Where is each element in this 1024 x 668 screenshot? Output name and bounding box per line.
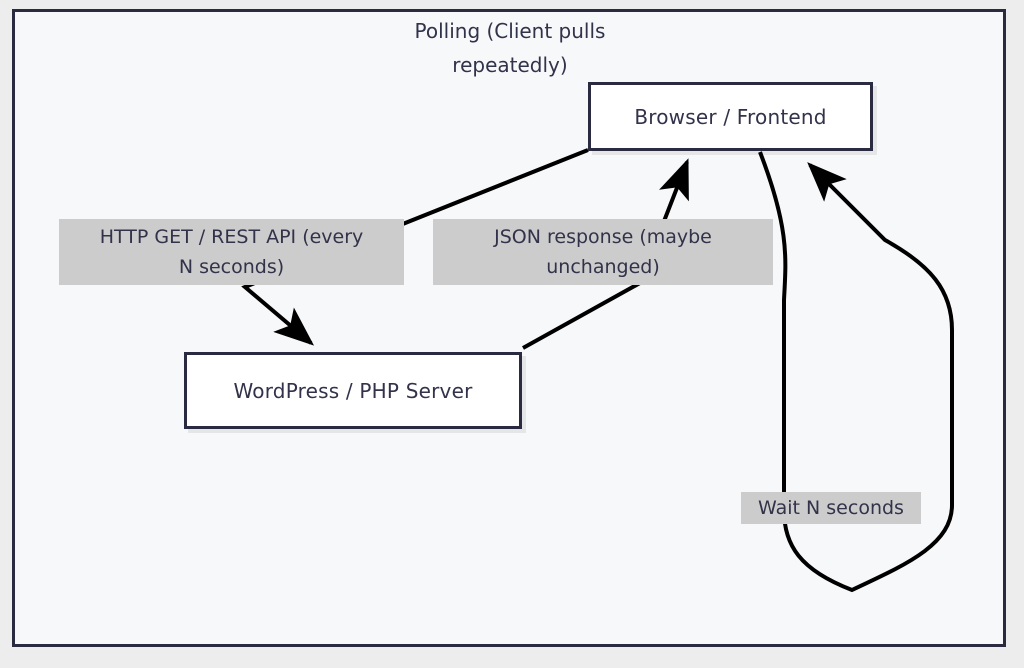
node-browser-frontend[interactable]: Browser / Frontend xyxy=(588,82,873,151)
edge-label-http-get-line-1: HTTP GET / REST API (every xyxy=(99,226,364,248)
node-browser-frontend-label: Browser / Frontend xyxy=(634,104,827,129)
edge-label-http-get-text: HTTP GET / REST API (every N seconds) xyxy=(100,222,364,282)
edge-label-json-response: JSON response (maybe unchanged) xyxy=(433,219,773,285)
edge-label-json-response-line-2: unchanged) xyxy=(546,256,660,278)
edge-label-http-get: HTTP GET / REST API (every N seconds) xyxy=(59,219,404,285)
edge-label-http-get-line-2: N seconds) xyxy=(178,256,285,278)
edge-label-wait-n-seconds: Wait N seconds xyxy=(741,492,921,524)
edge-label-json-response-text: JSON response (maybe unchanged) xyxy=(494,222,712,282)
node-wordpress-php-server[interactable]: WordPress / PHP Server xyxy=(184,352,522,429)
node-wordpress-php-server-label: WordPress / PHP Server xyxy=(233,378,473,403)
diagram-title-line-1: Polling (Client pulls xyxy=(414,19,606,43)
diagram-title-line-2: repeatedly) xyxy=(452,53,568,77)
edge-label-json-response-line-1: JSON response (maybe xyxy=(494,226,712,248)
diagram-title: Polling (Client pulls repeatedly) xyxy=(337,14,683,82)
edge-label-wait-n-seconds-text: Wait N seconds xyxy=(758,497,904,519)
